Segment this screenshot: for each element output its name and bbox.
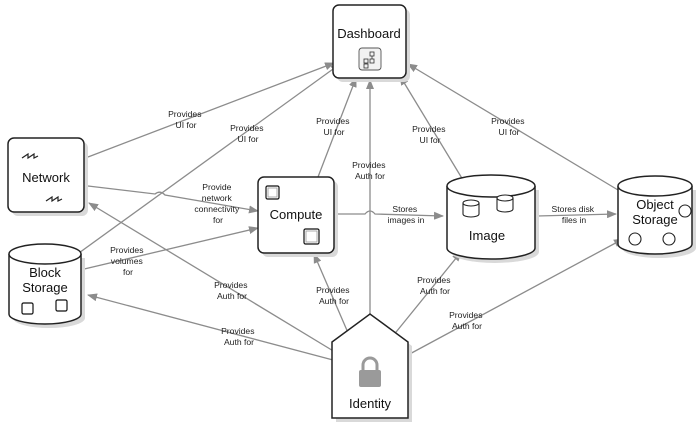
label-objectstorage-ui: Provides UI for [491,116,527,137]
block-storage-label-line1: Block [29,265,61,280]
edge-blockstorage-dashboard [71,63,341,259]
lightning-icon [21,152,39,160]
label-blockstorage-ui: Provides UI for [230,123,266,144]
lock-icon [359,356,381,387]
server-icon [303,228,320,245]
label-identity-objectstorage: Provides Auth for [449,310,485,331]
label-identity-network: Provides Auth for [214,280,250,301]
image-label: Image [469,228,505,243]
object-storage-label-line1: Object [636,197,674,212]
edge-network-dashboard [87,62,335,158]
edge-compute-dashboard [317,77,357,178]
node-image: Image [446,174,539,263]
edge-compute-image [335,210,444,220]
object-icon [662,232,676,246]
label-image-objectstorage: Stores disk files in [552,204,597,225]
edge-identity-compute [313,253,353,343]
edge-identity-objectstorage [405,238,624,357]
server-icon [265,185,280,200]
object-storage-label-line2: Storage [632,212,678,227]
edge-identity-image [387,251,462,343]
block-storage-label-line2: Storage [22,280,68,295]
dashboard-label: Dashboard [337,26,401,41]
disk-icon [462,199,480,218]
label-compute-ui: Provides UI for [316,116,352,137]
label-compute-image: Stores images in [388,204,425,225]
node-compute: Compute [257,176,338,257]
label-network-compute: Provide network connectivity for [194,182,241,225]
edges [71,62,624,361]
label-blockstorage-compute: Provides volumes for [110,245,146,277]
label-network-ui: Provides UI for [168,109,204,130]
label-identity-compute: Provides Auth for [316,285,352,306]
edge-identity-network [88,202,336,353]
node-block-storage: Block Storage [8,243,85,328]
node-object-storage: Object Storage [617,175,696,258]
dashboard-icon [358,47,382,71]
label-identity-dashboard: Provides Auth for [352,160,388,181]
lightning-icon [45,195,63,203]
object-icon [628,232,642,246]
network-label: Network [22,170,70,185]
edge-labels: Provides UI for Provides UI for Provides… [110,109,597,347]
node-identity: Identity [331,313,412,422]
label-identity-image: Provides Auth for [417,275,453,296]
edge-image-objectstorage [536,210,617,219]
object-icon [678,204,692,218]
edge-identity-blockstorage [87,293,334,361]
label-identity-blockstorage: Provides Auth for [221,326,257,347]
edge-objectstorage-dashboard [407,63,619,191]
edge-network-compute [87,185,259,214]
node-dashboard: Dashboard [332,4,410,82]
label-image-ui: Provides UI for [412,124,448,145]
identity-label: Identity [349,396,391,411]
volume-icon [55,299,68,312]
node-network: Network [7,137,88,216]
compute-label: Compute [270,207,323,222]
edge-blockstorage-compute [79,226,259,271]
edge-image-dashboard [399,75,464,181]
volume-icon [21,302,34,315]
disk-icon [496,194,514,213]
